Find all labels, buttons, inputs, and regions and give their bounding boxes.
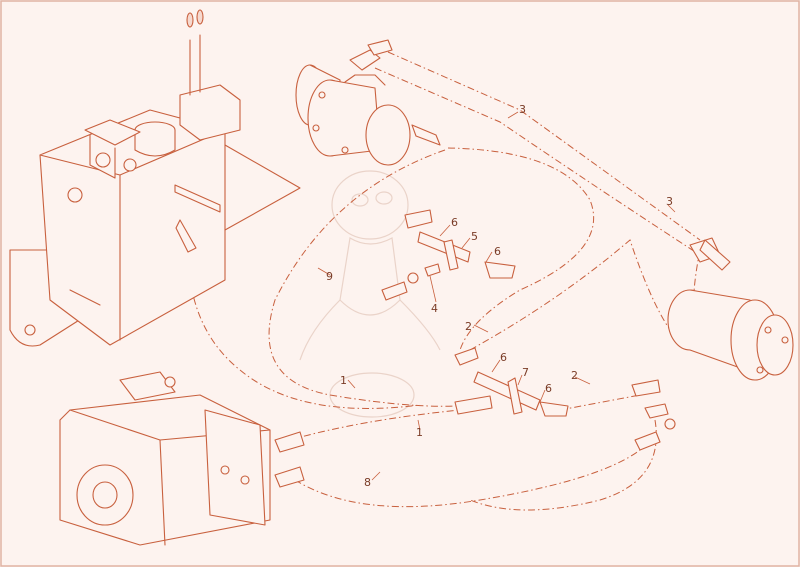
callout-2-middle: 2 bbox=[465, 320, 472, 333]
hose-1 bbox=[289, 409, 461, 441]
hose-2 bbox=[559, 394, 641, 411]
right-hydraulic-motor bbox=[667, 237, 794, 381]
callout-1-left: 1 bbox=[340, 374, 347, 387]
hose-1-b bbox=[187, 254, 421, 409]
callout-3-right: 3 bbox=[666, 195, 673, 208]
callout-6-lower: 6 bbox=[545, 382, 552, 395]
upper-hydraulic-motor bbox=[295, 39, 441, 166]
hose-3-upper bbox=[387, 51, 701, 241]
callout-4: 4 bbox=[431, 302, 438, 315]
oil-tank-assembly bbox=[9, 9, 301, 347]
hose-8 bbox=[294, 449, 641, 508]
hose-2-b bbox=[469, 239, 671, 351]
leader-lines bbox=[317, 111, 676, 481]
callout-6-middle: 6 bbox=[500, 351, 507, 364]
callout-2-right: 2 bbox=[571, 369, 578, 382]
hydraulic-pump bbox=[59, 371, 305, 546]
callout-1-lower: 1 bbox=[416, 426, 423, 439]
callout-8: 8 bbox=[364, 476, 371, 489]
callout-9: 9 bbox=[326, 270, 333, 283]
callout-6-top-right: 6 bbox=[494, 245, 501, 258]
callout-labels: 3 3 6 5 6 9 4 2 6 7 6 2 1 1 8 bbox=[326, 103, 673, 489]
hose-8-b bbox=[469, 419, 657, 511]
callout-7: 7 bbox=[522, 366, 529, 379]
fittings bbox=[381, 209, 676, 451]
hose-9 bbox=[268, 149, 471, 407]
hose-9-b bbox=[447, 147, 595, 351]
callout-5: 5 bbox=[471, 230, 478, 243]
callout-6-top: 6 bbox=[451, 216, 458, 229]
hose-3-lower bbox=[374, 67, 701, 256]
watermark bbox=[299, 170, 441, 418]
callout-3-upper: 3 bbox=[519, 103, 526, 116]
